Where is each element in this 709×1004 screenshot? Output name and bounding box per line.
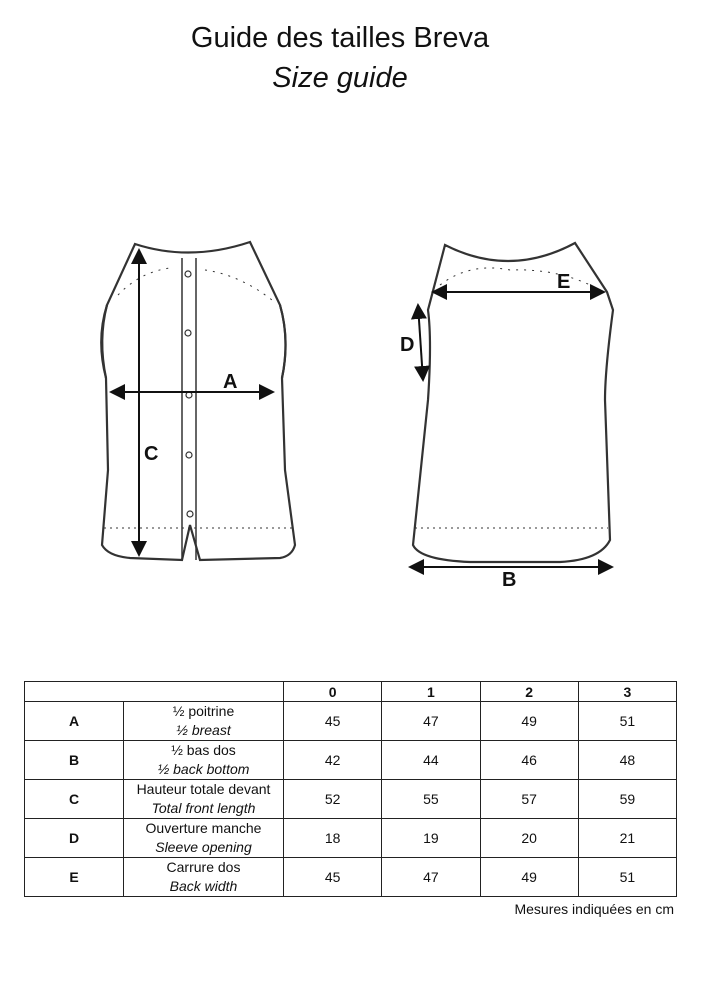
measure-name-en: Total front length: [151, 800, 256, 816]
measure-value: 57: [479, 779, 579, 819]
measure-name-fr: Hauteur totale devant: [136, 781, 271, 797]
page-subtitle: Size guide: [272, 62, 408, 94]
measure-value: 19: [381, 818, 481, 858]
measure-value: 42: [282, 740, 383, 780]
measure-value: 20: [479, 818, 579, 858]
size-header: 1: [381, 681, 481, 702]
measure-code: B: [24, 740, 124, 780]
back-view: [411, 241, 615, 564]
size-table: 0 1 2 3 A ½ poitrine ½ breast 45 47 49 51…: [24, 681, 678, 897]
measure-value: 47: [381, 857, 481, 897]
table-header-row: 0 1 2 3: [24, 681, 678, 702]
table-row: A ½ poitrine ½ breast 45 47 49 51: [24, 701, 678, 741]
measure-value: 44: [381, 740, 481, 780]
measure-value: 55: [381, 779, 481, 819]
measure-code: C: [24, 779, 124, 819]
label-d: D: [400, 334, 414, 356]
garment-diagram: A C E D B: [100, 240, 615, 591]
measure-name-fr: ½ poitrine: [172, 703, 235, 719]
measure-value: 21: [577, 818, 678, 858]
measure-value: 49: [479, 701, 579, 741]
measure-value: 47: [381, 701, 481, 741]
measure-value: 46: [479, 740, 579, 780]
measure-value: 51: [577, 857, 678, 897]
units-note: Mesures indiquées en cm: [514, 901, 674, 917]
measure-name-en: ½ breast: [176, 722, 231, 738]
size-header: 3: [577, 681, 678, 702]
label-e: E: [557, 271, 570, 293]
measure-value: 59: [577, 779, 678, 819]
label-c: C: [144, 443, 158, 465]
measure-value: 52: [282, 779, 383, 819]
size-header: 0: [282, 681, 383, 702]
measure-name-fr: Ouverture manche: [145, 820, 262, 836]
measure-code: A: [24, 701, 124, 741]
measure-code: D: [24, 818, 124, 858]
front-view: [100, 240, 297, 562]
measure-name-en: ½ back bottom: [157, 761, 250, 777]
measure-name-fr: Carrure dos: [166, 859, 241, 875]
label-a: A: [223, 371, 237, 393]
table-row: B ½ bas dos ½ back bottom 42 44 46 48: [24, 740, 678, 780]
measure-value: 45: [282, 857, 383, 897]
front-buttons: [184, 270, 194, 518]
arrow-d: [410, 303, 431, 382]
measure-value: 49: [479, 857, 579, 897]
measure-value: 51: [577, 701, 678, 741]
measure-arrows: [109, 248, 614, 575]
measure-value: 18: [282, 818, 383, 858]
measure-description: ½ poitrine ½ breast: [123, 701, 284, 741]
measure-value: 48: [577, 740, 678, 780]
size-header: 2: [479, 681, 579, 702]
measure-code: E: [24, 857, 124, 897]
measure-name-en: Back width: [169, 878, 238, 894]
measure-name-fr: ½ bas dos: [171, 742, 236, 758]
label-b: B: [502, 569, 516, 591]
measure-name-en: Sleeve opening: [155, 839, 252, 855]
measure-description: ½ bas dos ½ back bottom: [123, 740, 284, 780]
measure-value: 45: [282, 701, 383, 741]
page-title: Guide des tailles Breva: [190, 22, 490, 54]
